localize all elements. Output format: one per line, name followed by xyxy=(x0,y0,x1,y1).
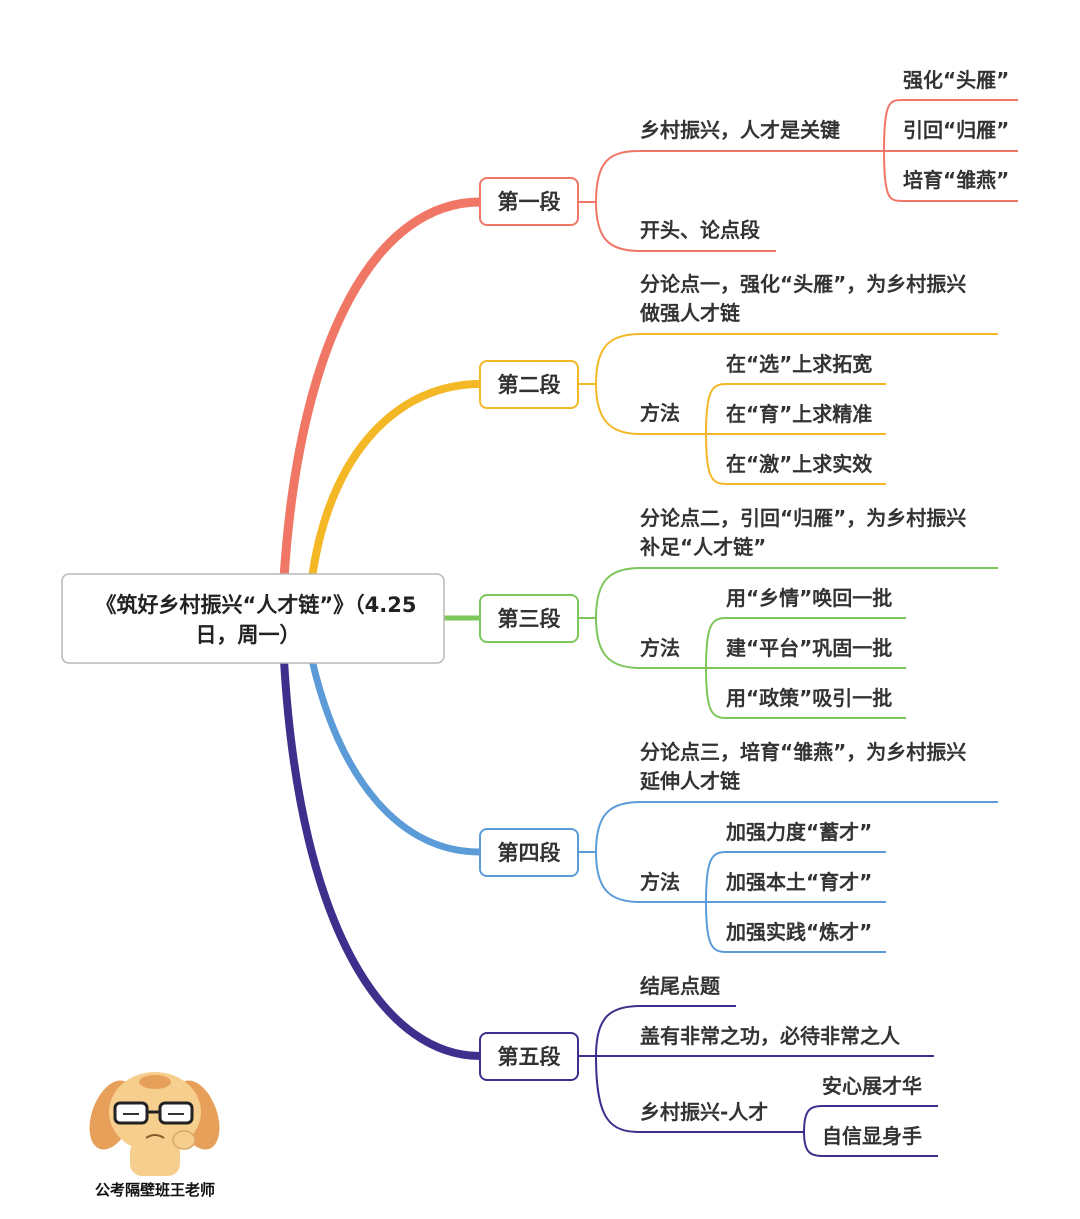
watermark-caption: 公考隔壁班王老师 xyxy=(95,1181,215,1199)
sub-point-2-line2: 补足“人才链” xyxy=(639,535,766,559)
root-node[interactable]: 《筑好乡村振兴“人才链”》（4.25 日，周一） xyxy=(61,573,445,664)
section-5: 第五段 结尾点题 盖有非常之功，必待非常之人 乡村振兴-人才 安心展才华 自信显… xyxy=(479,974,938,1157)
sub-point-3-line1: 分论点三，培育“雏燕”，为乡村振兴 xyxy=(640,740,966,764)
sub-leaf-1: 强化“头雁” xyxy=(903,68,1009,92)
ending-sub-leaf-2: 自信显身手 xyxy=(822,1124,922,1148)
branch-5 xyxy=(280,656,484,1060)
section-3-label: 第三段 xyxy=(498,607,561,631)
section-4-node[interactable] xyxy=(479,828,579,877)
ending-leaf-2: 盖有非常之功，必待非常之人 xyxy=(640,1024,901,1048)
section-2-label: 第二段 xyxy=(498,373,561,397)
dog-with-glasses-icon xyxy=(89,1072,220,1176)
keypoint-text: 乡村振兴，人才是关键 xyxy=(640,118,840,142)
section-2: 第二段 分论点一，强化“头雁”，为乡村振兴 做强人才链 方法 在“选”上求拓宽 … xyxy=(479,272,998,485)
root-title-line1: 《筑好乡村振兴“人才链”》（4.25 xyxy=(96,593,417,617)
section-1-label: 第一段 xyxy=(498,190,561,214)
method-leaf-3: 用“政策”吸引一批 xyxy=(726,686,892,710)
section-4-label: 第四段 xyxy=(498,841,561,865)
method-leaf-3: 在“激”上求实效 xyxy=(726,452,872,476)
sub-leaf-3: 培育“雏燕” xyxy=(903,168,1009,192)
section-3: 第三段 分论点二，引回“归雁”，为乡村振兴 补足“人才链” 方法 用“乡情”唤回… xyxy=(479,506,998,719)
sub-point-1-line2: 做强人才链 xyxy=(639,301,741,325)
method-label: 方法 xyxy=(640,636,680,660)
section-3-node[interactable] xyxy=(479,594,579,643)
sub-leaf-2: 引回“归雁” xyxy=(903,118,1009,142)
method-leaf-1: 在“选”上求拓宽 xyxy=(726,352,872,376)
section-4: 第四段 分论点三，培育“雏燕”，为乡村振兴 延伸人才链 方法 加强力度“蓄才” … xyxy=(479,740,998,953)
section-5-label: 第五段 xyxy=(498,1045,561,1069)
method-leaf-3: 加强实践“炼才” xyxy=(725,920,872,944)
method-label: 方法 xyxy=(640,401,680,425)
ending-sub-leaf-1: 安心展才华 xyxy=(822,1074,922,1098)
branch-4 xyxy=(308,656,484,856)
sub-point-2-line1: 分论点二，引回“归雁”，为乡村振兴 xyxy=(640,506,966,530)
sub-point-3-line2: 延伸人才链 xyxy=(639,769,741,793)
method-leaf-1: 用“乡情”唤回一批 xyxy=(726,586,892,610)
section-1-node[interactable] xyxy=(479,177,579,226)
sub-point-1-line1: 分论点一，强化“头雁”，为乡村振兴 xyxy=(640,272,966,296)
method-leaf-2: 加强本土“育才” xyxy=(725,870,872,894)
method-leaf-2: 建“平台”巩固一批 xyxy=(726,636,892,660)
method-leaf-1: 加强力度“蓄才” xyxy=(725,820,872,844)
method-leaf-2: 在“育”上求精准 xyxy=(726,402,872,426)
section-1: 第一段 乡村振兴，人才是关键 开头、论点段 强化“头雁” 引回“归雁” 培育“雏… xyxy=(479,68,1018,252)
section-2-node[interactable] xyxy=(479,360,579,409)
method-label: 方法 xyxy=(640,870,680,894)
branch-1 xyxy=(279,197,485,583)
branch-2 xyxy=(308,380,484,582)
ending-leaf-3: 乡村振兴-人才 xyxy=(640,1100,768,1124)
ending-leaf-1: 结尾点题 xyxy=(640,974,721,998)
opening-role-text: 开头、论点段 xyxy=(640,218,760,242)
root-title-line2: 日，周一） xyxy=(196,623,301,647)
section-5-node[interactable] xyxy=(479,1032,579,1081)
